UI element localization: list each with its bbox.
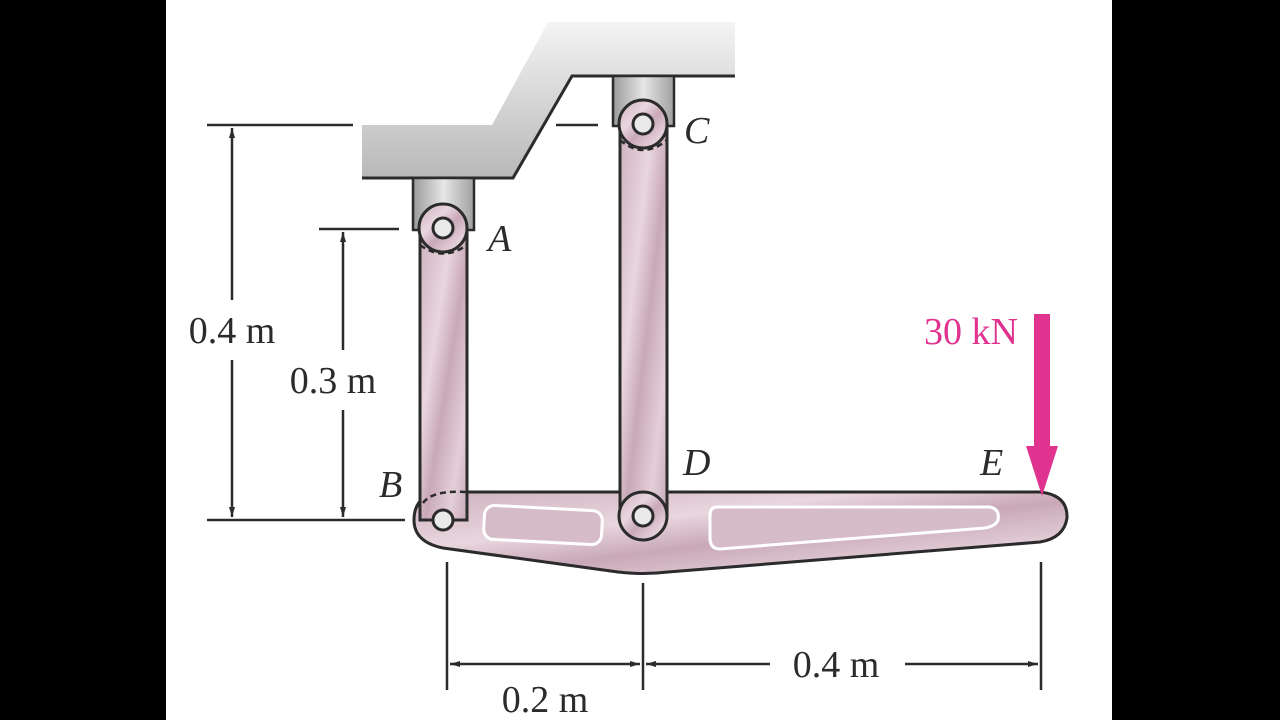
pin-B — [431, 508, 455, 532]
pin-A — [417, 202, 469, 254]
hidden-line-C — [619, 139, 668, 152]
slot-BD — [482, 503, 604, 547]
hidden-line-B — [421, 490, 468, 504]
link-AB — [418, 226, 469, 522]
letterbox-left — [0, 0, 166, 720]
letterbox-right — [1112, 0, 1280, 720]
slot-DE — [708, 505, 1000, 551]
dim-label-span-DE: 0.4 m — [793, 644, 880, 686]
label-point-A: A — [485, 218, 512, 260]
label-point-E: E — [979, 442, 1003, 484]
pin-D — [617, 490, 669, 542]
link-CD — [618, 122, 669, 519]
label-point-C: C — [684, 110, 710, 152]
label-point-D: D — [682, 442, 710, 484]
dim-label-span-BD: 0.2 m — [502, 679, 589, 720]
pin-C — [617, 98, 669, 150]
dim-label-height-A: 0.3 m — [290, 360, 377, 402]
load-arrow-E — [1026, 314, 1058, 496]
hidden-line-A — [419, 243, 468, 255]
load-label: 30 kN — [924, 311, 1018, 353]
label-point-B: B — [379, 464, 402, 506]
fixed-support — [362, 22, 735, 178]
dim-label-height-C: 0.4 m — [189, 310, 276, 352]
